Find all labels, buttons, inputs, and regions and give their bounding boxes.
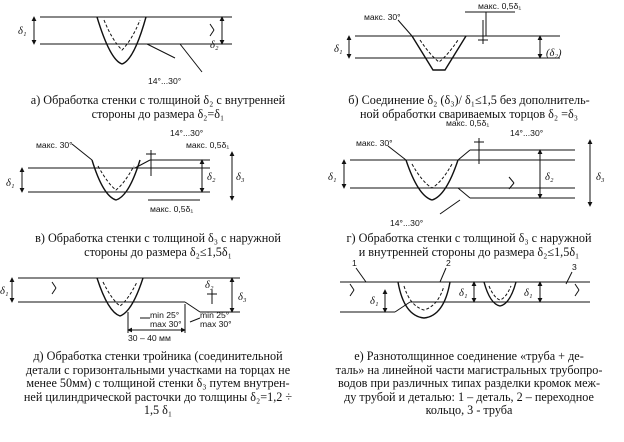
label-a-d1: δ₁ bbox=[18, 26, 27, 37]
caption-v-line: стороны до размера δ₂≤1,5δ₁ bbox=[84, 244, 232, 259]
label-a-d2: δ₂ bbox=[210, 40, 219, 51]
caption-b-line: б) Соединение δ₂ (δ₃)/ δ₁≤1,5 без дополн… bbox=[348, 93, 590, 107]
panel-a-drawing bbox=[31, 16, 232, 73]
panel-g-drawing bbox=[341, 138, 593, 215]
label-d-min25-left: min 25° bbox=[150, 310, 179, 320]
label-v-d1: δ₁ bbox=[6, 178, 15, 189]
label-e-n1: 1 bbox=[352, 258, 357, 268]
panel-d-drawing bbox=[9, 277, 240, 333]
label-d-d1: δ₁ bbox=[0, 286, 9, 297]
label-e-n3: 3 bbox=[572, 262, 577, 272]
label-b-max30: макс. 30° bbox=[364, 12, 401, 22]
caption-v: в) Обработка стенки с толщиной δ₃ с нару… bbox=[8, 231, 308, 259]
caption-v-line: в) Обработка стенки с толщиной δ₃ с нару… bbox=[35, 231, 281, 245]
label-g-angle-bottom: 14°...30° bbox=[390, 218, 423, 228]
label-v-max05-bottom: макс. 0,5δ₁ bbox=[150, 204, 193, 214]
label-d-min25-right: min 25° bbox=[200, 310, 229, 320]
label-g-max05: макс. 0,5δ₁ bbox=[446, 118, 489, 128]
label-e-d1-pipe: δ₁ bbox=[524, 288, 533, 299]
caption-e-line: водов при различных типах разделки кромо… bbox=[337, 376, 601, 390]
label-v-angle: 14°...30° bbox=[170, 128, 203, 138]
label-a-angle: 14°...30° bbox=[148, 76, 181, 86]
caption-d-line: ней цилиндрической расточки до толщины δ… bbox=[23, 389, 293, 404]
caption-b-line: ной обработки свариваемых торцов δ₂ =δ₃ bbox=[359, 106, 579, 121]
label-g-d2: δ₂ bbox=[545, 172, 554, 183]
label-g-max30: макс. 30° bbox=[356, 138, 393, 148]
caption-d-line: д) Обработка стенки тройника (соединител… bbox=[33, 349, 283, 363]
caption-g-line: г) Обработка стенки с толщиной δ₃ с нару… bbox=[346, 231, 592, 245]
caption-d-line: детали с горизонтальными участками на то… bbox=[25, 362, 291, 377]
label-e-d1-ring: δ₁ bbox=[459, 288, 468, 299]
label-g-d3: δ₃ bbox=[596, 172, 605, 183]
label-b-d1: δ₁ bbox=[334, 44, 343, 55]
panel-b-drawing bbox=[346, 11, 560, 71]
label-e-d1: δ₁ bbox=[370, 296, 379, 307]
caption-d-line: 1,5 δ₁ bbox=[143, 403, 173, 417]
label-d-max30-left: max 30° bbox=[150, 319, 182, 329]
label-v-max30: макс. 30° bbox=[36, 140, 73, 150]
caption-e-line: е) Разнотолщинное соединение «труба + де… bbox=[354, 349, 584, 363]
label-d-max30-right: max 30° bbox=[200, 319, 232, 329]
label-v-max05-top: макс. 0,5δ₁ bbox=[186, 140, 229, 150]
caption-e-line: ду трубой и деталью: 1 – деталь, 2 – пер… bbox=[344, 389, 594, 404]
label-d-d2: δ₂ bbox=[205, 280, 214, 291]
caption-e-line: кольцо, 3 - труба bbox=[425, 403, 513, 417]
label-d-dim: 30 – 40 мм bbox=[128, 333, 171, 343]
panel-v-drawing bbox=[19, 143, 235, 201]
caption-d: д) Обработка стенки тройника (соединител… bbox=[6, 349, 310, 418]
label-v-d2: δ₂ bbox=[207, 172, 216, 183]
label-d-d3: δ₃ bbox=[238, 292, 247, 303]
label-b-d2p: (δ₂) bbox=[546, 48, 562, 59]
caption-a-line: а) Обработка стенки с толщиной δ₂ с внут… bbox=[30, 93, 286, 107]
label-g-d1: δ₁ bbox=[328, 172, 337, 183]
caption-b: б) Соединение δ₂ (δ₃)/ δ₁≤1,5 без дополн… bbox=[316, 93, 622, 121]
caption-a: а) Обработка стенки с толщиной δ₂ с внут… bbox=[8, 93, 308, 121]
caption-g: г) Обработка стенки с толщиной δ₃ с нару… bbox=[316, 231, 622, 259]
panel-e-drawing bbox=[340, 267, 590, 319]
caption-e-line: таль» на линейной части магистральных тр… bbox=[335, 362, 603, 377]
caption-g-line: и внутренней стороны до размера δ₂≤1,5δ₁ bbox=[358, 244, 580, 259]
label-b-max05: макс. 0,5δ₁ bbox=[478, 1, 521, 11]
caption-d-line: менее 50мм) с толщиной стенки δ₃ путем в… bbox=[26, 376, 290, 390]
label-g-angle-top: 14°...30° bbox=[510, 128, 543, 138]
label-e-n2: 2 bbox=[446, 258, 451, 268]
caption-a-line: стороны до размера δ₂=δ₁ bbox=[91, 106, 225, 121]
label-v-d3: δ₃ bbox=[236, 172, 245, 183]
caption-e: е) Разнотолщинное соединение «труба + де… bbox=[316, 349, 622, 418]
